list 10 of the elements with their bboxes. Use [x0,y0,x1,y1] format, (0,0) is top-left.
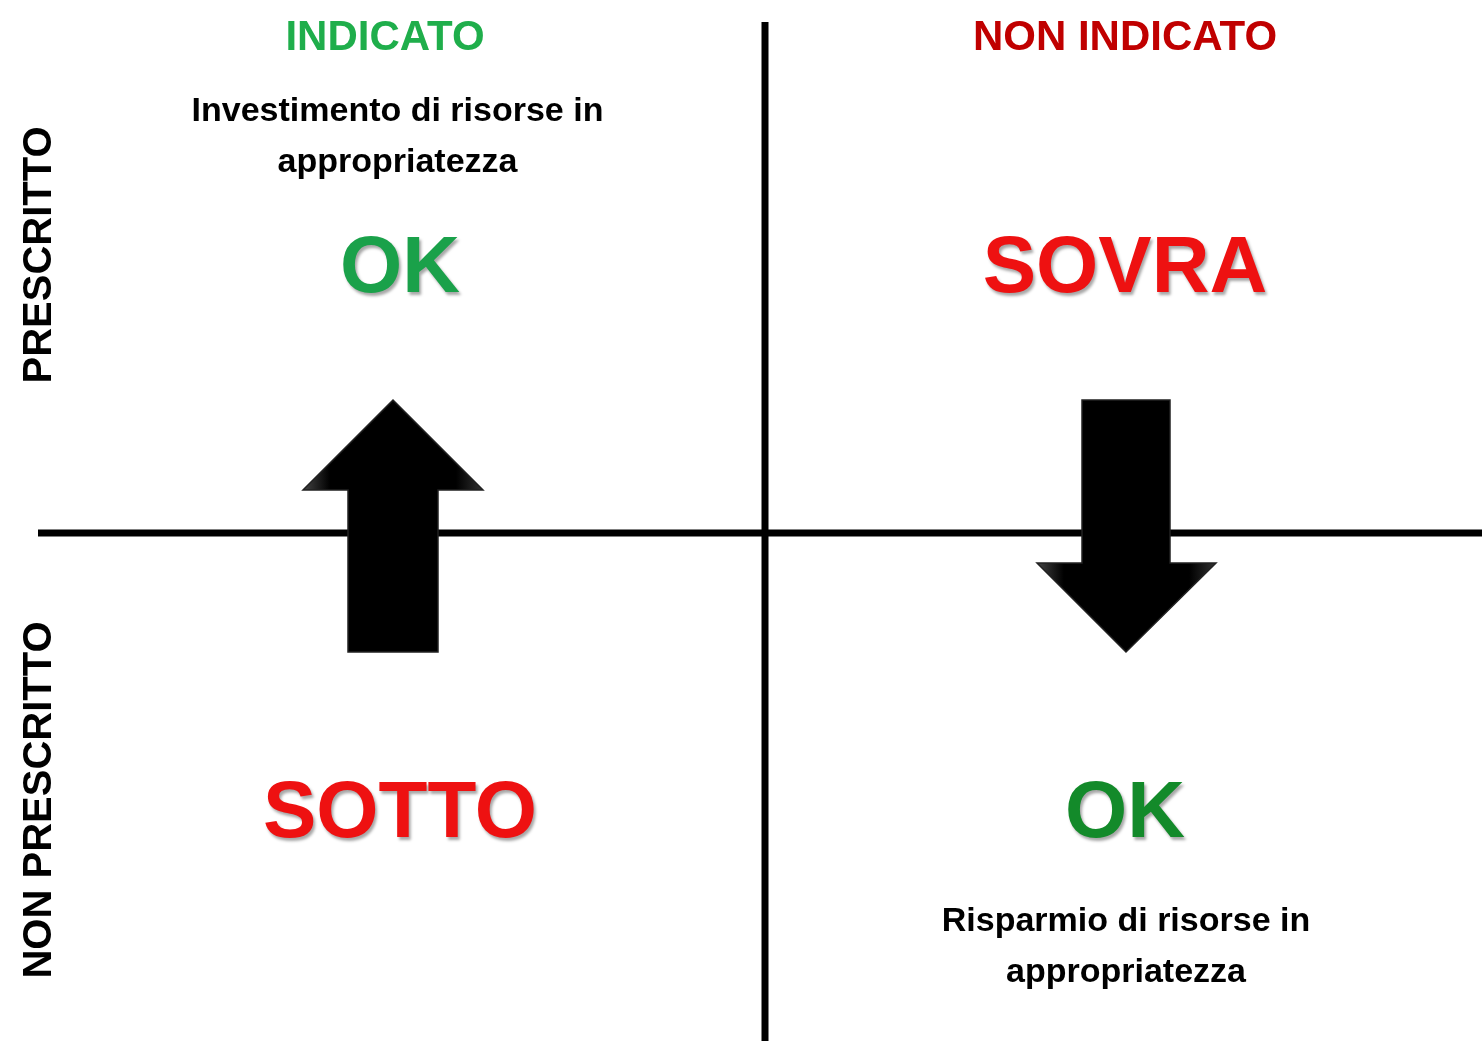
status-word: OK [339,219,461,311]
column-header: INDICATO [284,11,486,61]
status-word: SOVRA [981,219,1269,311]
status-word: OK [1064,764,1186,856]
description-text: Risparmio di risorse in appropriatezza [940,899,1312,991]
description-text: Investimento di risorse in appropriatezza [190,89,605,181]
row-header: NON PRESCRITTO [14,621,60,979]
status-word: SOTTO [261,764,539,856]
column-header: NON INDICATO [971,11,1279,61]
row-header: PRESCRITTO [14,126,60,384]
